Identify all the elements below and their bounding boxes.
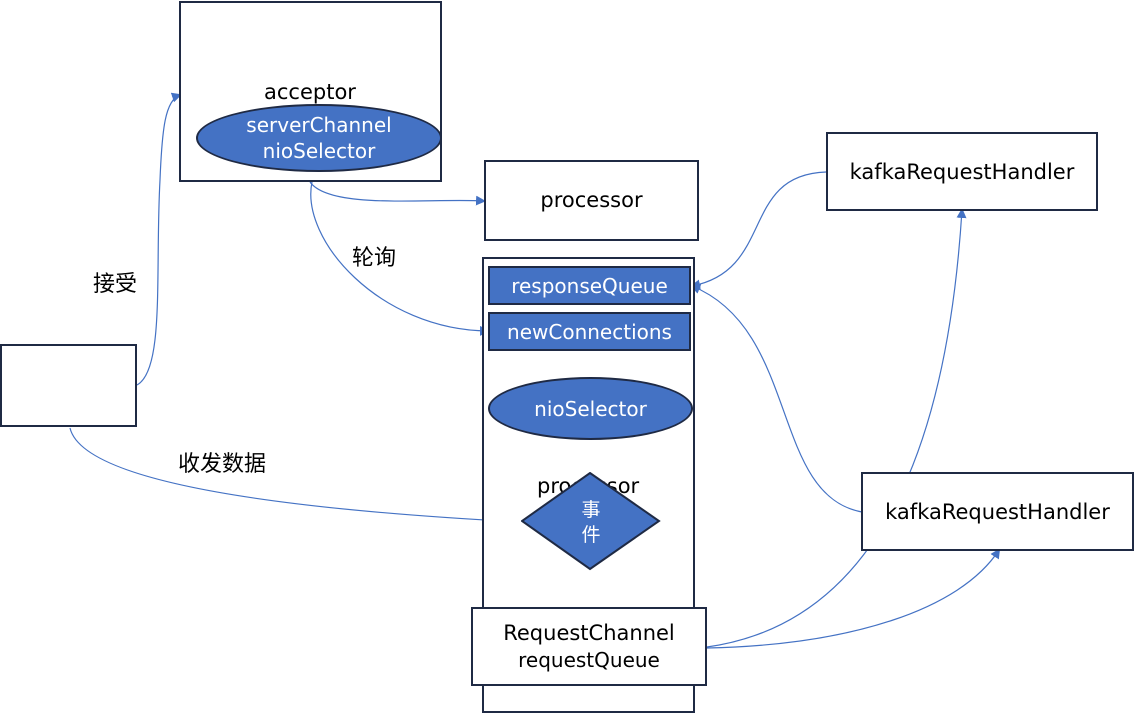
kafka-request-handler-1: kafkaRequestHandler [826,132,1098,211]
edge-send-recv [69,427,522,527]
acceptor-title: acceptor [264,80,356,104]
poll-label: 轮询 [352,246,397,271]
new-connections: newConnections [488,312,691,351]
nio-selector-label: nioSelector [534,396,647,421]
accept-label: 接受 [93,272,138,297]
server-channel-ellipse: serverChannel nioSelector [196,104,442,172]
edge-poll [310,181,490,336]
nio-selector-ellipse: nioSelector [488,377,693,440]
request-channel-box: RequestChannel requestQueue [471,607,707,686]
handler-1-label: kafkaRequestHandler [849,159,1075,184]
edge-acceptor-processor [309,181,486,206]
event-diamond [521,472,661,571]
edge-requestqueue-handler2 [706,548,1001,649]
request-queue-label: requestQueue [518,648,660,673]
kafka-request-handler-2: kafkaRequestHandler [861,472,1134,551]
edge-accept [136,92,182,386]
send-receive-label: 收发数据 [178,452,267,477]
edge-requestqueue-handler1 [706,208,967,648]
edge-handler1-response [690,171,827,290]
handler-2-label: kafkaRequestHandler [885,499,1110,524]
event-label: 事 件 [575,498,607,547]
event-label-2: 件 [581,523,601,546]
processor-label: processor [540,188,643,212]
request-channel-label: RequestChannel [503,620,675,645]
client-box [0,344,137,427]
acceptor-selector-label: nioSelector [262,139,376,163]
server-channel-label: serverChannel [246,113,392,137]
edge-handler2-response [690,284,863,513]
event-label-1: 事 [581,499,601,521]
processor-box: processor [484,160,699,241]
response-queue: responseQueue [488,266,691,305]
